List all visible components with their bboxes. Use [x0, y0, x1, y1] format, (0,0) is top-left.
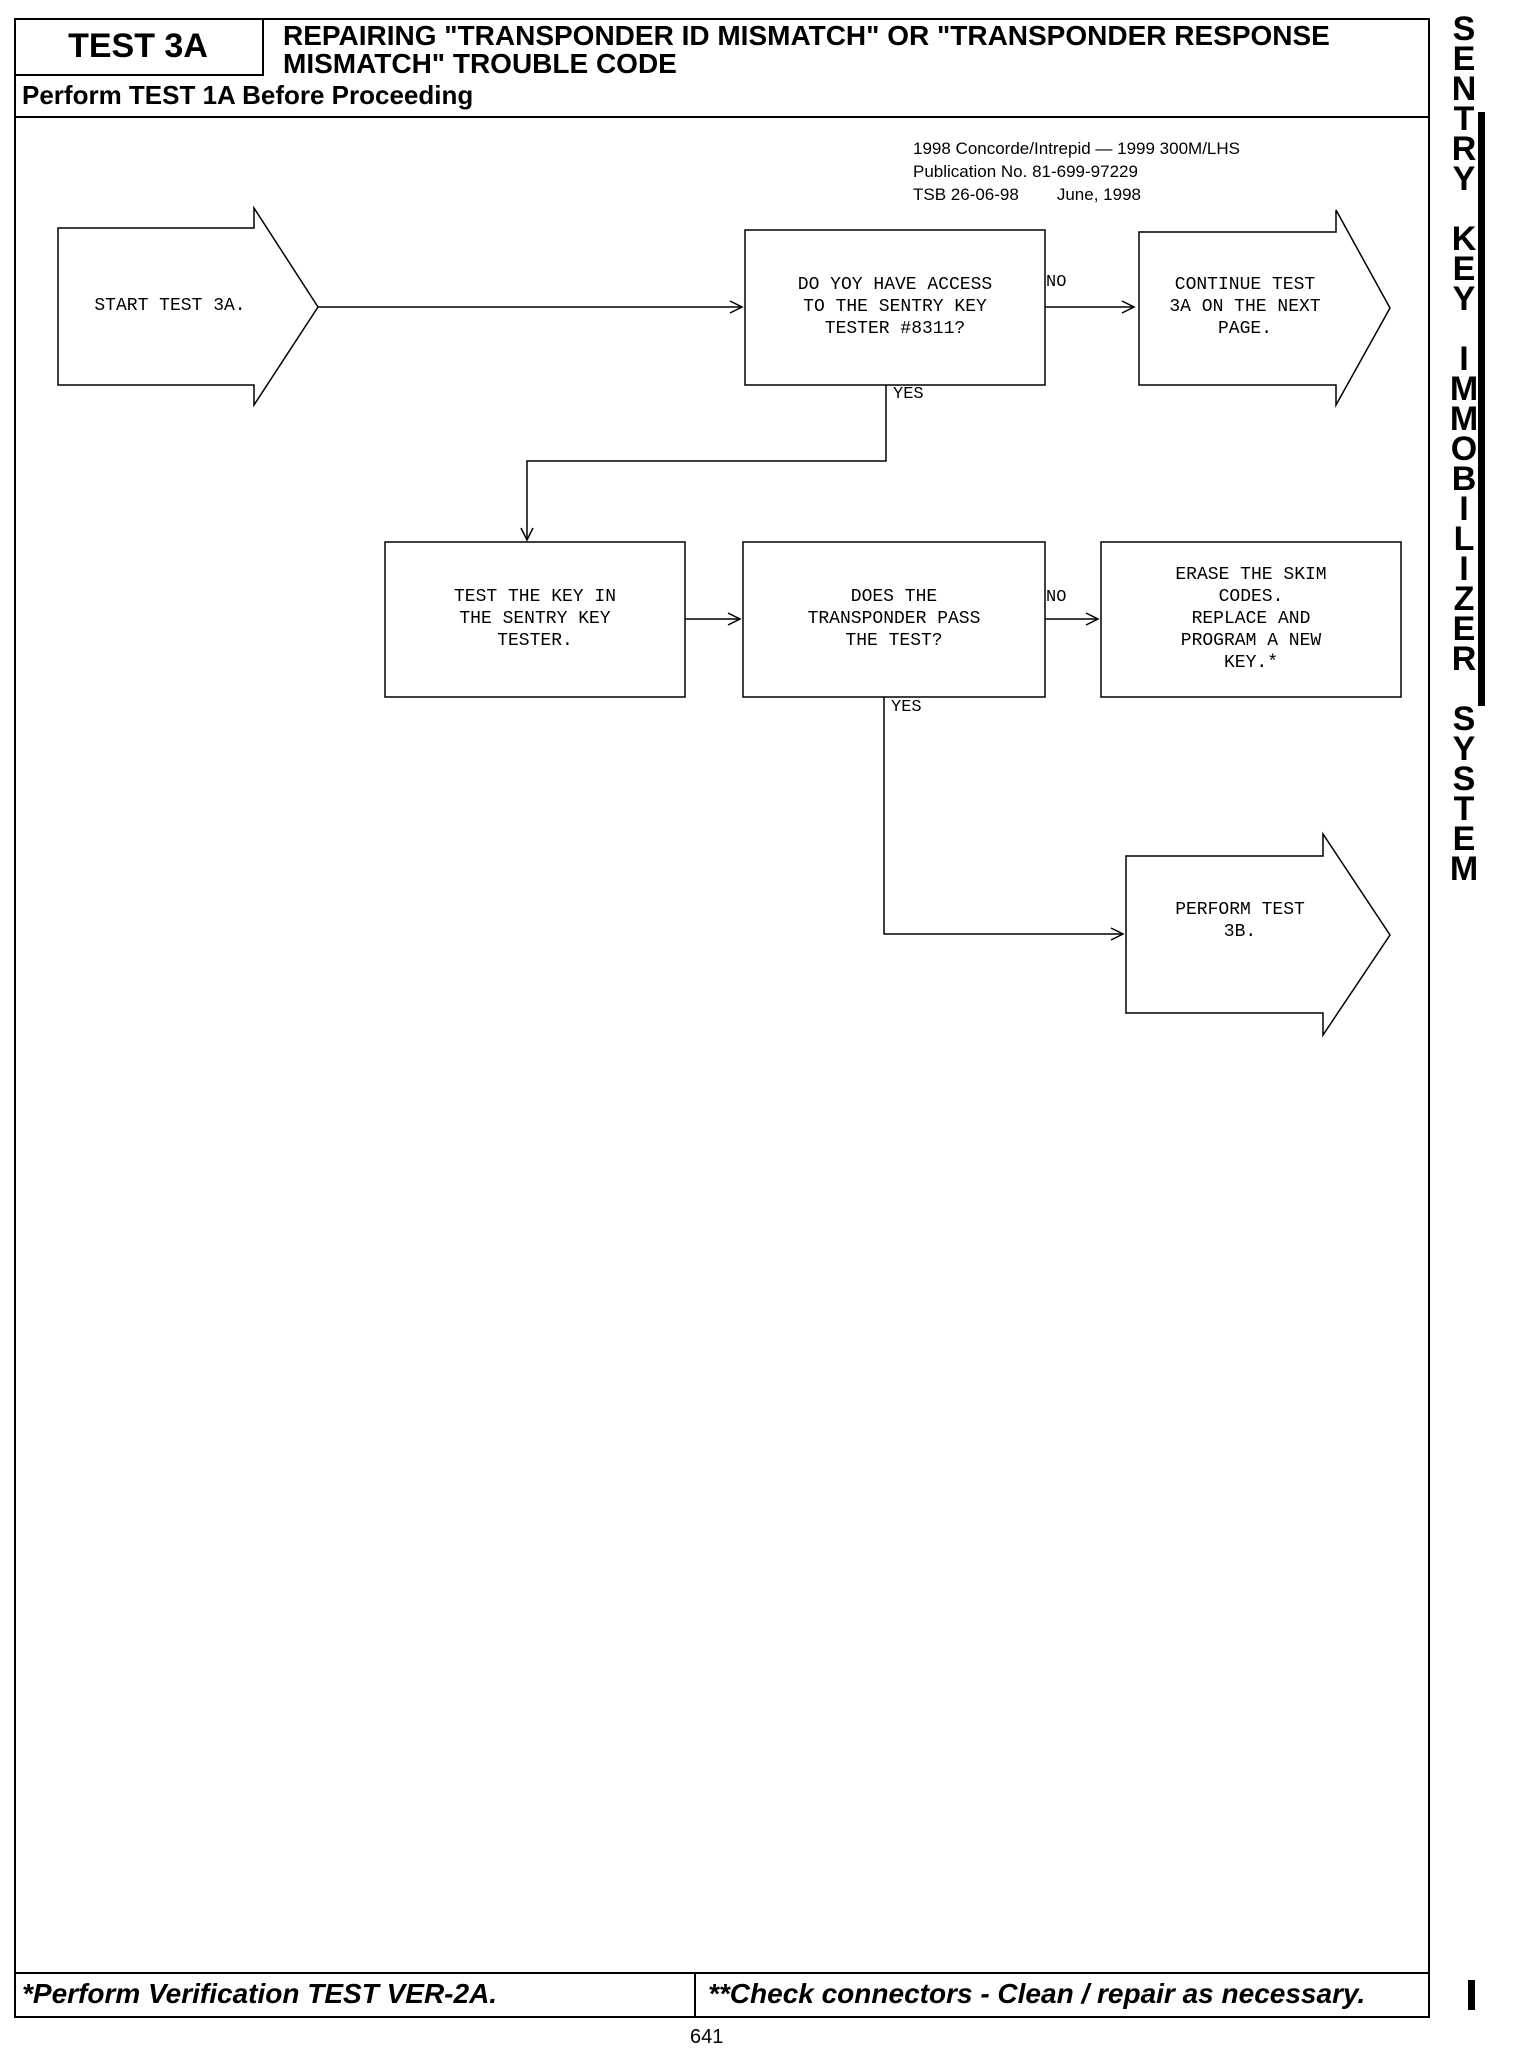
test-id: TEST 3A: [14, 18, 264, 76]
test-title-line1: REPAIRING "TRANSPONDER ID MISMATCH" OR "…: [283, 20, 1330, 51]
start-step: START TEST 3A.: [94, 296, 246, 316]
footer-verification-note: *Perform Verification TEST VER-2A.: [22, 1978, 498, 2009]
start-to-access-arrowhead: [729, 300, 744, 314]
pass-yes-line: [883, 697, 1123, 935]
continue-step: CONTINUE TEST 3A ON THE NEXT PAGE.: [1169, 275, 1321, 339]
access-no-label: NO: [1046, 273, 1067, 292]
pass-no-arrowhead: [1085, 612, 1100, 626]
key-to-pass-arrowhead: [727, 612, 742, 626]
footer-connector-note: **Check connectors - Clean / repair as n…: [708, 1978, 1366, 2009]
pass-question: DOES THE TRANSPONDER PASS THE TEST?: [807, 587, 981, 651]
footer-divider: [14, 1972, 1430, 1974]
publication-models: 1998 Concorde/Intrepid — 1999 300M/LHS: [913, 139, 1240, 158]
publication-tsb: TSB 26-06-98: [913, 185, 1019, 204]
access-no-arrowhead: [1121, 300, 1136, 314]
test-title: REPAIRING "TRANSPONDER ID MISMATCH" OR "…: [283, 22, 1383, 78]
prerequisite-note: Perform TEST 1A Before Proceeding: [22, 80, 474, 110]
erase-box: [1100, 541, 1402, 698]
page-frame: [14, 18, 1430, 2018]
perform-3b-step: PERFORM TEST 3B.: [1175, 900, 1305, 942]
publication-info: 1998 Concorde/Intrepid — 1999 300M/LHS P…: [913, 137, 1240, 206]
test-title-line2: MISMATCH" TROUBLE CODE: [283, 48, 677, 79]
access-yes-line: [526, 385, 887, 540]
access-yes-arrowhead: [520, 527, 534, 542]
publication-number: Publication No. 81-699-97229: [913, 162, 1138, 181]
publication-tsb-line: TSB 26-06-98 June, 1998: [913, 183, 1240, 206]
page-edge-mark: [1468, 1980, 1475, 2010]
erase-step: ERASE THE SKIM CODES. REPLACE AND PROGRA…: [1175, 565, 1327, 673]
access-question: DO YOY HAVE ACCESS TO THE SENTRY KEY TES…: [797, 275, 993, 339]
pass-no-label: NO: [1046, 588, 1067, 607]
start-arrow-shape: [57, 205, 319, 408]
section-side-tab: S E N T R Y K E Y I M M O B I L I Z E R …: [1449, 10, 1479, 888]
access-yes-label: YES: [893, 385, 924, 404]
footer-column-divider: [694, 1972, 696, 2018]
section-side-bar: [1478, 112, 1485, 706]
test-key-step: TEST THE KEY IN THE SENTRY KEY TESTER.: [453, 587, 617, 651]
pass-yes-arrowhead: [1110, 927, 1125, 941]
page-number: 641: [690, 2026, 724, 2048]
pass-yes-label: YES: [891, 698, 922, 717]
perform-3b-arrow-shape: [1125, 831, 1391, 1038]
publication-date: June, 1998: [1056, 185, 1141, 204]
continue-arrow-shape: [1138, 209, 1391, 408]
header-divider: [14, 116, 1430, 118]
